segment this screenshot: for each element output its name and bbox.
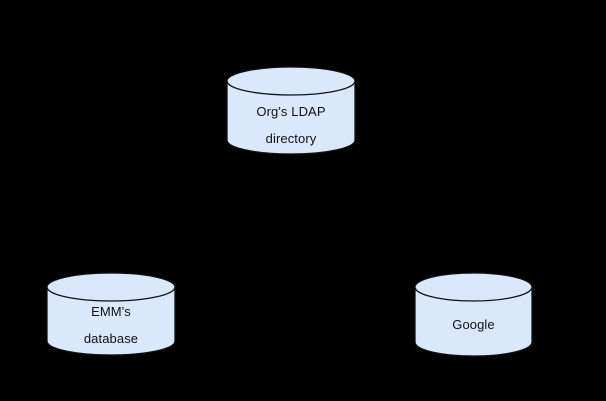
cylinder-icon bbox=[46, 272, 176, 356]
node-orgs-ldap-directory[interactable]: Org's LDAP directory bbox=[226, 66, 356, 155]
edge-ldap-to-emm bbox=[119, 149, 241, 273]
cylinder-icon bbox=[226, 66, 356, 155]
cylinder-icon bbox=[414, 272, 533, 357]
edge-emm-to-google bbox=[175, 319, 415, 331]
node-emms-database[interactable]: EMM's database bbox=[46, 272, 176, 356]
node-google[interactable]: Google bbox=[414, 272, 533, 357]
